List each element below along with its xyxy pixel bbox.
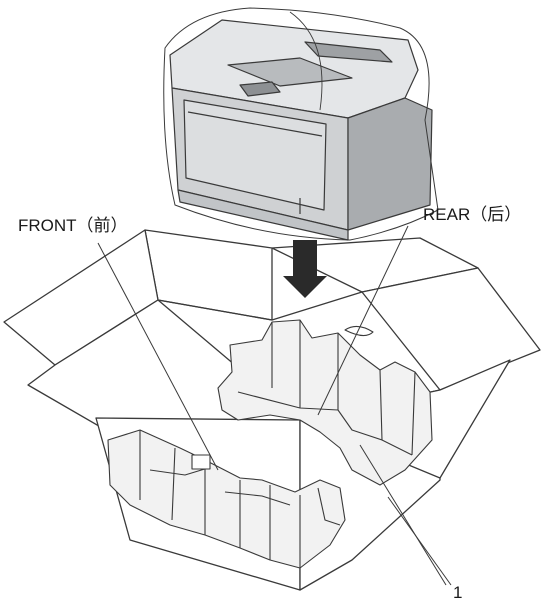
printer-side [347, 97, 433, 231]
front-label: FRONT（前） [18, 216, 128, 235]
box-right-flap [361, 267, 541, 391]
packing-foam-illustration [107, 319, 433, 569]
rear-label: REAR（后） [423, 205, 522, 224]
front-leader [97, 242, 219, 471]
rear-leader [317, 225, 409, 416]
plastic-bag [163, 7, 439, 241]
down-arrow-icon [283, 240, 327, 298]
leader-lines [97, 225, 452, 586]
part1-leader-b [387, 496, 452, 586]
printer-illustration [163, 7, 439, 241]
part1-leader-a [359, 444, 447, 586]
part-number-callout: 1 [453, 583, 463, 602]
